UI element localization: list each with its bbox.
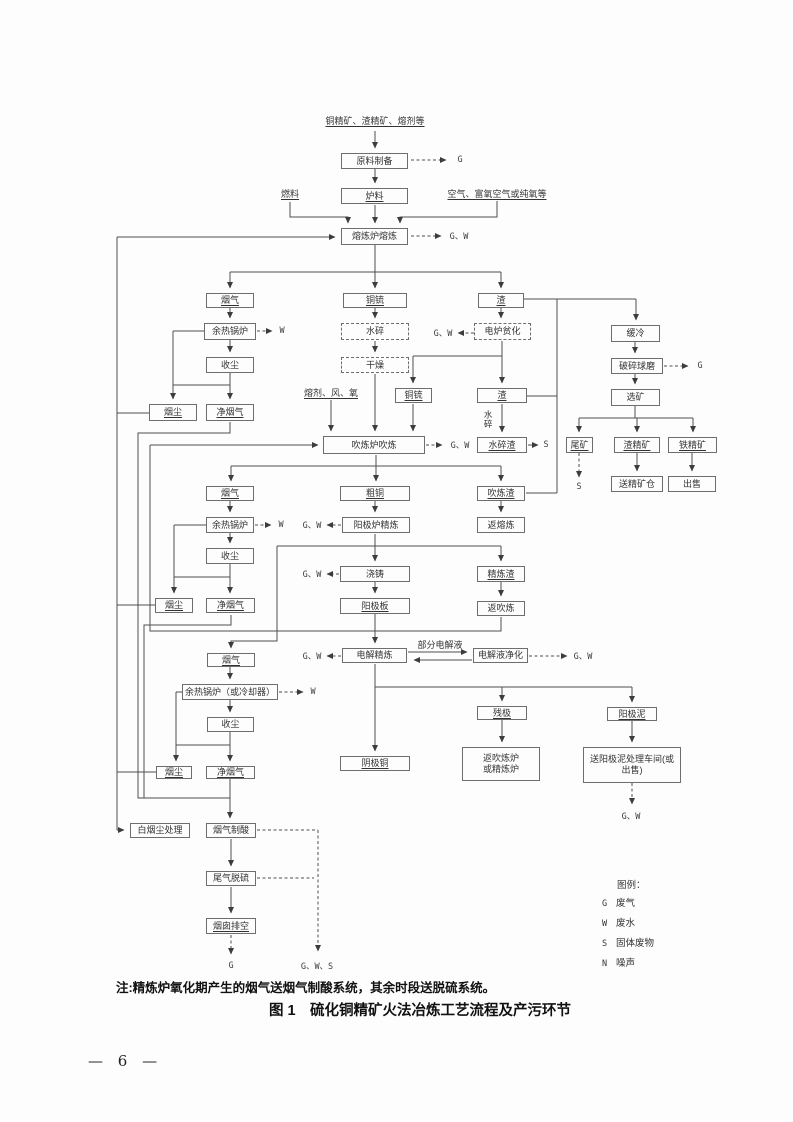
node-blister-copper: 粗铜 <box>340 486 410 501</box>
legend-item: G 废气 <box>602 895 654 909</box>
node-anode-slime-workshop: 送阳极泥处理车间(或 出售) <box>583 747 681 783</box>
node-return-to-converting: 返吹炼 <box>477 601 525 616</box>
node-cathode-copper: 阴极铜 <box>340 756 410 771</box>
node-quenched-slag: 水碎渣 <box>477 437 527 453</box>
legend-item: S 固体废物 <box>602 935 654 949</box>
emission-tag: G、W <box>302 652 322 662</box>
emission-tag: G <box>228 961 234 971</box>
emission-tag: G、W <box>573 652 593 662</box>
node-copper-matte-2: 铜锍 <box>395 388 432 403</box>
node-water-quench-vertical: 水碎 <box>483 409 494 429</box>
node-clean-gas-2: 净烟气 <box>206 598 255 613</box>
page-number: — 6 — <box>88 1052 163 1070</box>
node-electrolyte-purification: 电解液净化 <box>473 648 528 663</box>
figure-note: 注:精炼炉氧化期产生的烟气送烟气制酸系统，其余时段送脱硫系统。 <box>116 981 496 995</box>
node-to-concentrate-bin: 送精矿仓 <box>611 476 663 492</box>
legend-label: 废气 <box>616 898 636 909</box>
node-electrolytic-refining: 电解精炼 <box>342 648 407 663</box>
legend-symbol: S <box>602 939 608 949</box>
emission-tag: W <box>278 520 284 530</box>
node-furnace-charge: 炉料 <box>341 188 408 204</box>
node-flue-gas-3: 烟气 <box>207 653 255 667</box>
legend: 图例： G 废气 W 废水 S 固体废物 N 噪声 <box>602 877 654 975</box>
node-anode-slime: 阳极泥 <box>607 707 657 721</box>
figure-caption: 图 1 硫化铜精矿火法冶炼工艺流程及产污环节 <box>268 1003 572 1019</box>
node-feed-materials: 铜精矿、渣精矿、熔剂等 <box>325 115 425 126</box>
node-dust-collection-2: 收尘 <box>206 548 254 564</box>
legend-title: 图例： <box>617 880 646 891</box>
node-slag-2: 渣 <box>477 388 527 403</box>
node-waste-heat-boiler-3: 余热锅炉（或冷却器） <box>182 684 278 700</box>
node-raw-material-prep: 原料制备 <box>341 153 408 169</box>
node-dust-collection-3: 收尘 <box>207 717 254 732</box>
node-anode-plate: 阳极板 <box>340 598 410 614</box>
node-clean-gas-1: 净烟气 <box>206 404 254 421</box>
emission-tag: S <box>543 440 549 450</box>
legend-symbol: N <box>602 959 608 969</box>
emission-tag: G、W <box>450 441 470 451</box>
emission-tag: W <box>310 687 316 697</box>
node-dust-3: 烟尘 <box>156 766 192 779</box>
node-partial-electrolyte: 部分电解液 <box>417 640 463 651</box>
emission-tag: G、W <box>621 812 641 822</box>
node-anode-furnace-refining: 阳极炉精炼 <box>342 517 410 533</box>
node-dust-2: 烟尘 <box>155 598 193 613</box>
node-flux-air-oxygen: 熔剂、风、氧 <box>303 388 358 399</box>
node-iron-concentrate: 铁精矿 <box>668 437 717 453</box>
legend-label: 废水 <box>616 918 636 929</box>
node-dust-1: 烟尘 <box>149 404 197 421</box>
node-flue-gas-2: 烟气 <box>206 486 254 501</box>
node-crushing-ball-milling: 破碎球磨 <box>611 358 663 374</box>
node-ore-dressing: 选矿 <box>611 389 660 406</box>
emission-tag: W <box>279 326 285 336</box>
node-clean-gas-3: 净烟气 <box>206 766 255 779</box>
emission-tag: G、W <box>433 329 453 339</box>
node-electric-furnace-depletion: 电炉贫化 <box>474 323 531 340</box>
node-copper-matte-1: 铜锍 <box>343 293 407 308</box>
legend-item: W 废水 <box>602 915 654 929</box>
emission-tag: G <box>457 155 463 165</box>
node-flue-gas-1: 烟气 <box>206 293 254 308</box>
node-white-dust-treatment: 白烟尘处理 <box>130 823 190 838</box>
node-acid-plant: 烟气制酸 <box>206 823 256 838</box>
node-water-quench: 水碎 <box>341 323 409 340</box>
legend-item: N 噪声 <box>602 955 654 969</box>
node-waste-heat-boiler-1: 余热锅炉 <box>204 323 256 340</box>
node-slag-concentrate: 渣精矿 <box>614 437 660 453</box>
node-smelting-furnace: 熔炼炉熔炼 <box>341 228 408 245</box>
node-residual-anode: 残极 <box>477 706 527 720</box>
emission-tag: G、W、S <box>300 962 334 972</box>
node-waste-heat-boiler-2: 余热锅炉 <box>206 517 254 533</box>
legend-label: 噪声 <box>616 958 636 969</box>
legend-symbol: G <box>602 899 608 909</box>
emission-tag: G、W <box>449 232 469 242</box>
node-dust-collection-1: 收尘 <box>206 357 254 373</box>
node-refining-slag: 精炼渣 <box>477 566 525 582</box>
node-fuel: 燃料 <box>280 189 299 200</box>
node-sell: 出售 <box>668 476 716 492</box>
node-converting-furnace: 吹炼炉吹炼 <box>323 436 425 454</box>
node-return-converter-or-refining: 返吹炼炉 或精炼炉 <box>462 747 540 781</box>
legend-symbol: W <box>602 919 608 929</box>
node-return-to-smelting: 返熔炼 <box>477 517 525 533</box>
node-slag-1: 渣 <box>478 293 524 308</box>
node-tail-gas-desulfurization: 尾气脱硫 <box>206 871 256 886</box>
emission-tag: G <box>697 361 703 371</box>
emission-tag: G、W <box>302 521 322 531</box>
node-casting: 浇铸 <box>340 566 410 582</box>
node-drying: 干燥 <box>341 357 409 373</box>
node-converter-slag: 吹炼渣 <box>477 486 525 501</box>
emission-tag: G、W <box>302 570 322 580</box>
node-tailings: 尾矿 <box>566 437 593 453</box>
emission-tag: S <box>576 482 582 492</box>
node-air-oxygen: 空气、富氧空气或纯氧等 <box>447 189 547 200</box>
node-stack-emission: 烟囱排空 <box>206 918 256 934</box>
node-slow-cooling: 缓冷 <box>611 325 660 342</box>
legend-label: 固体废物 <box>616 938 655 949</box>
